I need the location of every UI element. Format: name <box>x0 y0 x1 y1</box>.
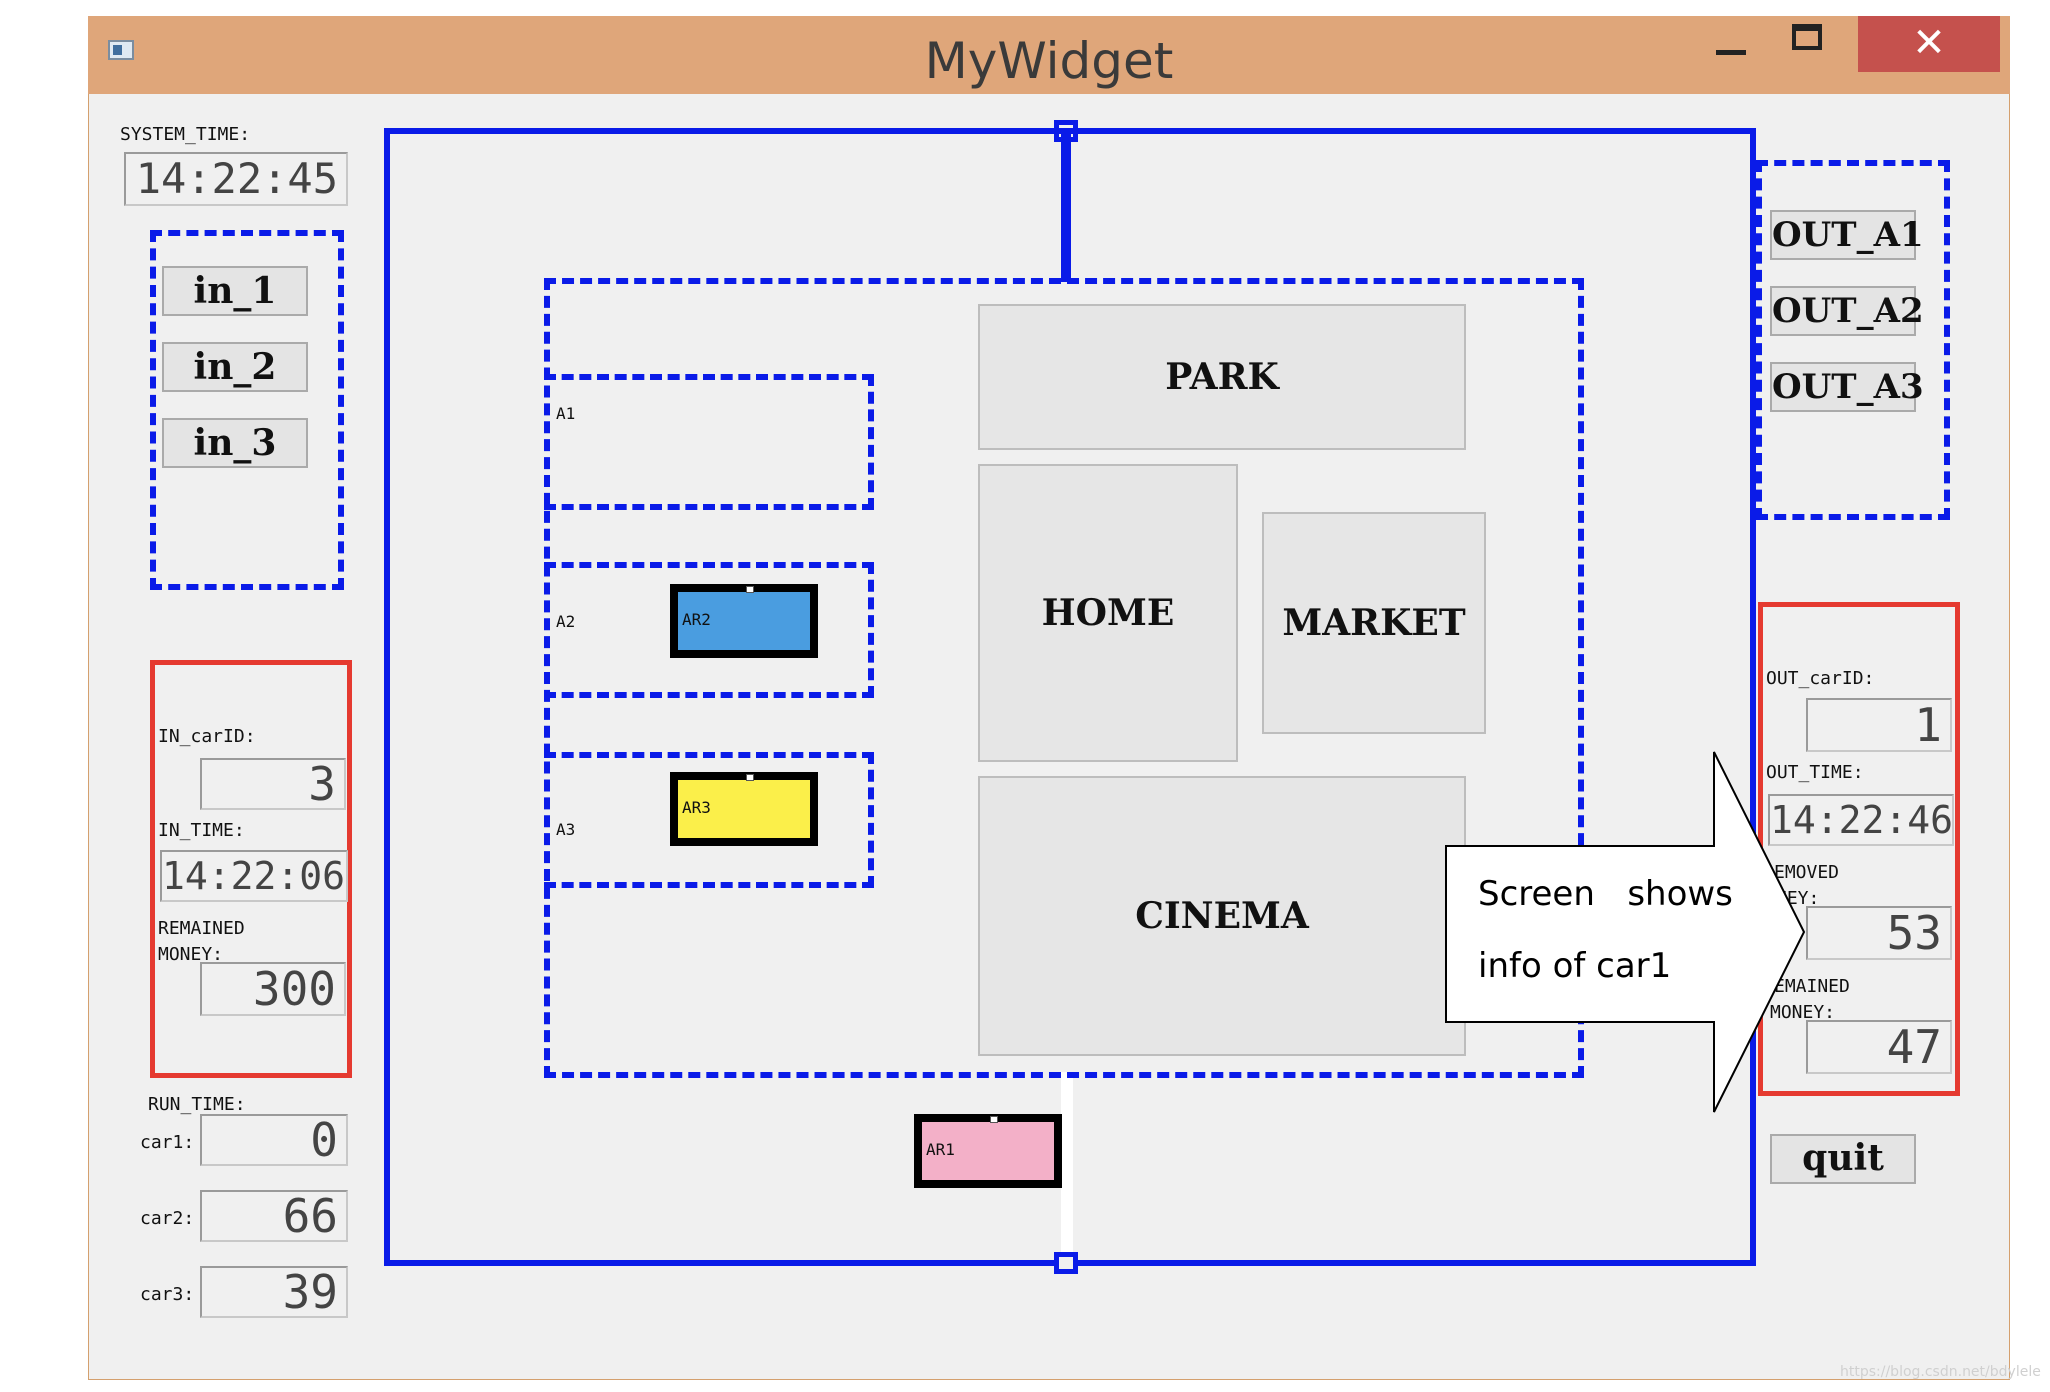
callout-text-line2: info of car1 <box>1478 946 1672 986</box>
in-car-id-display: 3 <box>200 758 346 810</box>
in-remained-money-display: 300 <box>200 962 346 1016</box>
callout-arrow <box>1445 751 1806 1113</box>
car-ar1-label: AR1 <box>926 1140 955 1159</box>
out-remained-money-display: 47 <box>1806 1020 1952 1074</box>
car-ar2[interactable]: AR2 <box>670 584 818 658</box>
run-time-car3-label: car3: <box>140 1284 195 1305</box>
out-time-label: OUT_TIME: <box>1766 762 1864 783</box>
road-bottom-gap <box>1061 1072 1073 1262</box>
area-a1 <box>544 374 874 510</box>
out-buttons-group <box>1756 160 1950 520</box>
in-3-button[interactable]: in_3 <box>162 418 308 468</box>
car-ar3[interactable]: AR3 <box>670 772 818 846</box>
car-ar1[interactable]: AR1 <box>914 1114 1062 1188</box>
area-a2-label: A2 <box>556 612 576 631</box>
out-a2-button[interactable]: OUT_A2 <box>1770 286 1924 336</box>
car-ar3-label: AR3 <box>682 798 711 817</box>
watermark: https://blog.csdn.net/bdylele <box>1840 1364 2041 1380</box>
out-car-id-label: OUT_carID: <box>1766 668 1875 689</box>
run-time-car3-display: 39 <box>200 1266 348 1318</box>
place-market: MARKET <box>1262 512 1486 734</box>
callout-text-line1: Screen shows <box>1478 874 1733 914</box>
run-time-car2-label: car2: <box>140 1208 195 1229</box>
minimize-button[interactable] <box>1700 16 1762 72</box>
in-time-display: 14:22:06 <box>160 850 348 902</box>
in-car-id-label: IN_carID: <box>158 726 256 747</box>
system-time-display: 14:22:45 <box>124 152 348 206</box>
in-time-label: IN_TIME: <box>158 820 245 841</box>
app-icon <box>108 40 134 60</box>
out-time-display: 14:22:46 <box>1768 794 1954 846</box>
run-time-car1-label: car1: <box>140 1132 195 1153</box>
in-info-panel <box>150 660 352 1078</box>
road-top-connector <box>1061 130 1071 282</box>
window-title: MyWidget <box>924 32 1174 90</box>
out-a1-button[interactable]: OUT_A1 <box>1770 210 1924 260</box>
out-remained-money-label-line1: EMAINED <box>1774 976 1850 997</box>
system-time-label: SYSTEM_TIME: <box>120 124 251 145</box>
run-time-car2-display: 66 <box>200 1190 348 1242</box>
out-a3-button[interactable]: OUT_A3 <box>1770 362 1924 412</box>
close-icon: ✕ <box>1912 20 1946 66</box>
run-time-label: RUN_TIME: <box>148 1094 246 1115</box>
out-remained-money-label-line2: MONEY: <box>1770 1002 1836 1023</box>
city-zone <box>544 278 1584 1078</box>
area-a2 <box>544 562 874 698</box>
junction-bottom <box>1054 1252 1078 1274</box>
removed-money-label-line1: EMOVED <box>1774 862 1840 883</box>
run-time-car1-display: 0 <box>200 1114 348 1166</box>
quit-button[interactable]: quit <box>1770 1134 1916 1184</box>
in-remained-money-label-line2: MONEY: <box>158 944 224 965</box>
in-1-button[interactable]: in_1 <box>162 266 308 316</box>
removed-money-display: 53 <box>1806 906 1952 960</box>
car-ar2-label: AR2 <box>682 610 711 629</box>
maximize-button[interactable] <box>1776 16 1838 72</box>
in-remained-money-label-line1: REMAINED <box>158 918 245 939</box>
area-a3-label: A3 <box>556 820 576 839</box>
area-a3 <box>544 752 874 888</box>
area-a1-label: A1 <box>556 404 576 423</box>
close-button[interactable]: ✕ <box>1858 16 2000 72</box>
junction-top <box>1054 120 1078 142</box>
in-buttons-group <box>150 230 344 590</box>
out-car-id-display: 1 <box>1806 698 1952 752</box>
title-bar[interactable] <box>88 16 2010 94</box>
place-cinema: CINEMA <box>978 776 1466 1056</box>
place-home: HOME <box>978 464 1238 762</box>
place-park: PARK <box>978 304 1466 450</box>
in-2-button[interactable]: in_2 <box>162 342 308 392</box>
